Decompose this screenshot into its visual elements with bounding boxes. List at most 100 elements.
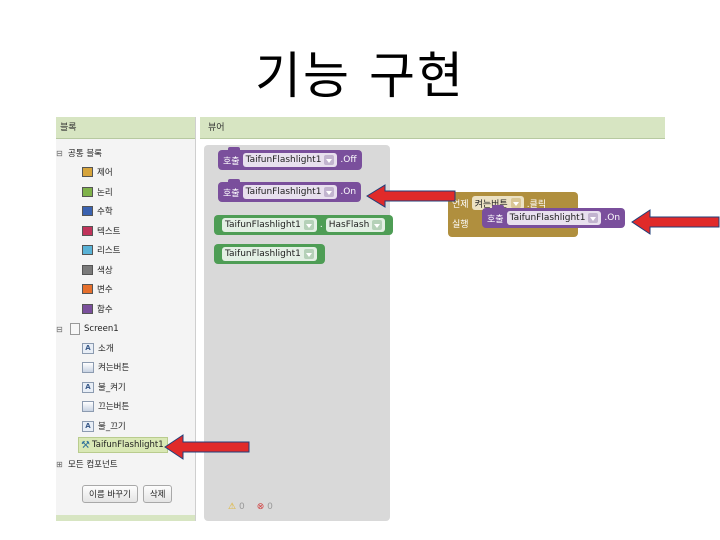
drawer-math[interactable]: 수학 <box>82 203 113 219</box>
blocks-panel-header: 블록 <box>56 117 195 139</box>
tree-built-in[interactable]: ⊟ 공통 블록 <box>56 145 102 161</box>
color-swatch-icon <box>82 206 93 216</box>
component-dropdown[interactable]: TaifunFlashlight1 <box>242 185 338 199</box>
call-flashlight-off-block[interactable]: 호출 TaifunFlashlight1 .Off <box>218 147 362 170</box>
event-call-flashlight-on-block[interactable]: 호출 TaifunFlashlight1 .On <box>482 205 626 228</box>
drawer-label: 수학 <box>97 207 113 217</box>
dot-label: . <box>319 220 323 230</box>
flashlight-component-icon: ⚒ <box>81 439 90 451</box>
component-name: 소개 <box>98 344 114 354</box>
call-label: 호출 <box>223 156 240 167</box>
error-icon: ⊗ <box>256 502 265 512</box>
component-name: 끄는버튼 <box>98 402 130 412</box>
button-component-icon <box>82 361 94 373</box>
label-component-icon: A <box>82 342 94 354</box>
blocks-flyout <box>204 145 390 521</box>
tree-any-component-label: 모든 컴포넌트 <box>68 460 118 470</box>
component-label-intro[interactable]: A 소개 <box>82 340 114 356</box>
method-label: .On <box>340 187 357 197</box>
component-dropdown[interactable]: TaifunFlashlight1 <box>506 211 602 225</box>
drawer-variables[interactable]: 변수 <box>82 281 113 297</box>
drawer-logic[interactable]: 논리 <box>82 184 113 200</box>
dropdown-arrow-icon <box>588 213 599 223</box>
component-object-block[interactable]: TaifunFlashlight1 <box>214 244 325 264</box>
rename-button[interactable]: 이름 바꾸기 <box>82 485 138 503</box>
component-name: 켜는버튼 <box>98 363 130 373</box>
when-label: 언제 <box>452 199 469 210</box>
warning-indicator[interactable]: ⚠ 0 <box>228 502 245 512</box>
component-taifun-flashlight[interactable]: ⚒ TaifunFlashlight1 <box>78 437 168 453</box>
event-do-row: 실행 <box>452 214 469 232</box>
component-on-button[interactable]: 켜는버튼 <box>82 359 129 375</box>
arrow-left-icon <box>631 209 720 235</box>
panel-bottom-strip <box>56 515 195 521</box>
color-swatch-icon <box>82 245 93 255</box>
drawer-control[interactable]: 제어 <box>82 164 113 180</box>
drawer-colors[interactable]: 색상 <box>82 262 113 278</box>
call-label: 호출 <box>487 214 504 225</box>
dropdown-value: TaifunFlashlight1 <box>225 249 301 259</box>
tree-screen1[interactable]: ⊟ Screen1 <box>56 321 119 337</box>
component-name: 불_켜기 <box>98 383 126 393</box>
arrow-left-icon <box>366 184 456 208</box>
component-dropdown[interactable]: TaifunFlashlight1 <box>222 218 317 232</box>
method-label: .On <box>604 213 621 223</box>
slide-title: 기능 구현 <box>255 47 465 105</box>
warning-count: 0 <box>238 502 245 512</box>
color-swatch-icon <box>82 284 93 294</box>
component-off-button[interactable]: 끄는버튼 <box>82 398 129 414</box>
drawer-text[interactable]: 텍스트 <box>82 223 120 239</box>
error-indicator[interactable]: ⊗ 0 <box>257 502 273 512</box>
color-swatch-icon <box>82 187 93 197</box>
collapse-toggle-icon[interactable]: ⊟ <box>56 324 63 334</box>
dropdown-value: TaifunFlashlight1 <box>245 187 322 197</box>
block-actions: 이름 바꾸기 삭제 <box>82 485 173 503</box>
status-indicators: ⚠ 0 ⊗ 0 <box>228 502 273 512</box>
drawer-label: 제어 <box>97 168 113 178</box>
error-count: 0 <box>267 502 273 512</box>
label-component-icon: A <box>82 381 94 393</box>
dropdown-value: TaifunFlashlight1 <box>245 155 322 165</box>
component-dropdown[interactable]: TaifunFlashlight1 <box>222 247 317 261</box>
component-light-on-label[interactable]: A 불_켜기 <box>82 379 126 395</box>
event-label: .클릭 <box>526 199 547 210</box>
tree-any-component[interactable]: ⊞ 모든 컴포넌트 <box>56 456 118 472</box>
call-flashlight-on-block[interactable]: 호출 TaifunFlashlight1 .On <box>218 179 362 202</box>
dropdown-arrow-icon <box>303 249 314 259</box>
hasflash-getter-block[interactable]: TaifunFlashlight1 . HasFlash <box>214 215 394 235</box>
viewer-panel: 뷰어 호출 TaifunFlashlight1 .Off 호출 TaifunFl… <box>200 117 665 521</box>
dropdown-arrow-icon <box>372 220 383 230</box>
drawer-label: 함수 <box>97 305 113 315</box>
dropdown-value: TaifunFlashlight1 <box>509 213 586 223</box>
label-component-icon: A <box>82 420 94 432</box>
event-component-dropdown[interactable]: 켜는버튼 <box>471 196 524 210</box>
color-swatch-icon <box>82 265 93 275</box>
drawer-procedures[interactable]: 함수 <box>82 301 113 317</box>
color-swatch-icon <box>82 226 93 236</box>
collapse-toggle-icon[interactable]: ⊟ <box>56 148 63 158</box>
method-label: .Off <box>340 155 357 165</box>
drawer-lists[interactable]: 리스트 <box>82 242 120 258</box>
color-swatch-icon <box>82 304 93 314</box>
dropdown-arrow-icon <box>324 187 335 197</box>
component-name: TaifunFlashlight1 <box>91 440 164 450</box>
dropdown-arrow-icon <box>324 155 335 165</box>
component-dropdown[interactable]: TaifunFlashlight1 <box>242 153 338 167</box>
arrow-left-icon <box>164 434 250 460</box>
dropdown-arrow-icon <box>303 220 314 230</box>
dropdown-value: TaifunFlashlight1 <box>225 220 301 230</box>
drawer-label: 텍스트 <box>97 227 121 237</box>
expand-toggle-icon[interactable]: ⊞ <box>56 459 63 469</box>
drawer-label: 리스트 <box>97 246 121 256</box>
tree-screen1-label: Screen1 <box>84 324 119 334</box>
warning-icon: ⚠ <box>228 502 237 512</box>
call-label: 호출 <box>223 188 240 199</box>
component-light-off-label[interactable]: A 불_끄기 <box>82 418 126 434</box>
button-component-icon <box>82 400 94 412</box>
color-swatch-icon <box>82 167 93 177</box>
viewer-header: 뷰어 <box>200 117 665 139</box>
property-dropdown[interactable]: HasFlash <box>325 218 386 232</box>
component-name: 불_끄기 <box>98 422 126 432</box>
delete-button[interactable]: 삭제 <box>142 485 173 503</box>
drawer-label: 색상 <box>97 266 113 276</box>
